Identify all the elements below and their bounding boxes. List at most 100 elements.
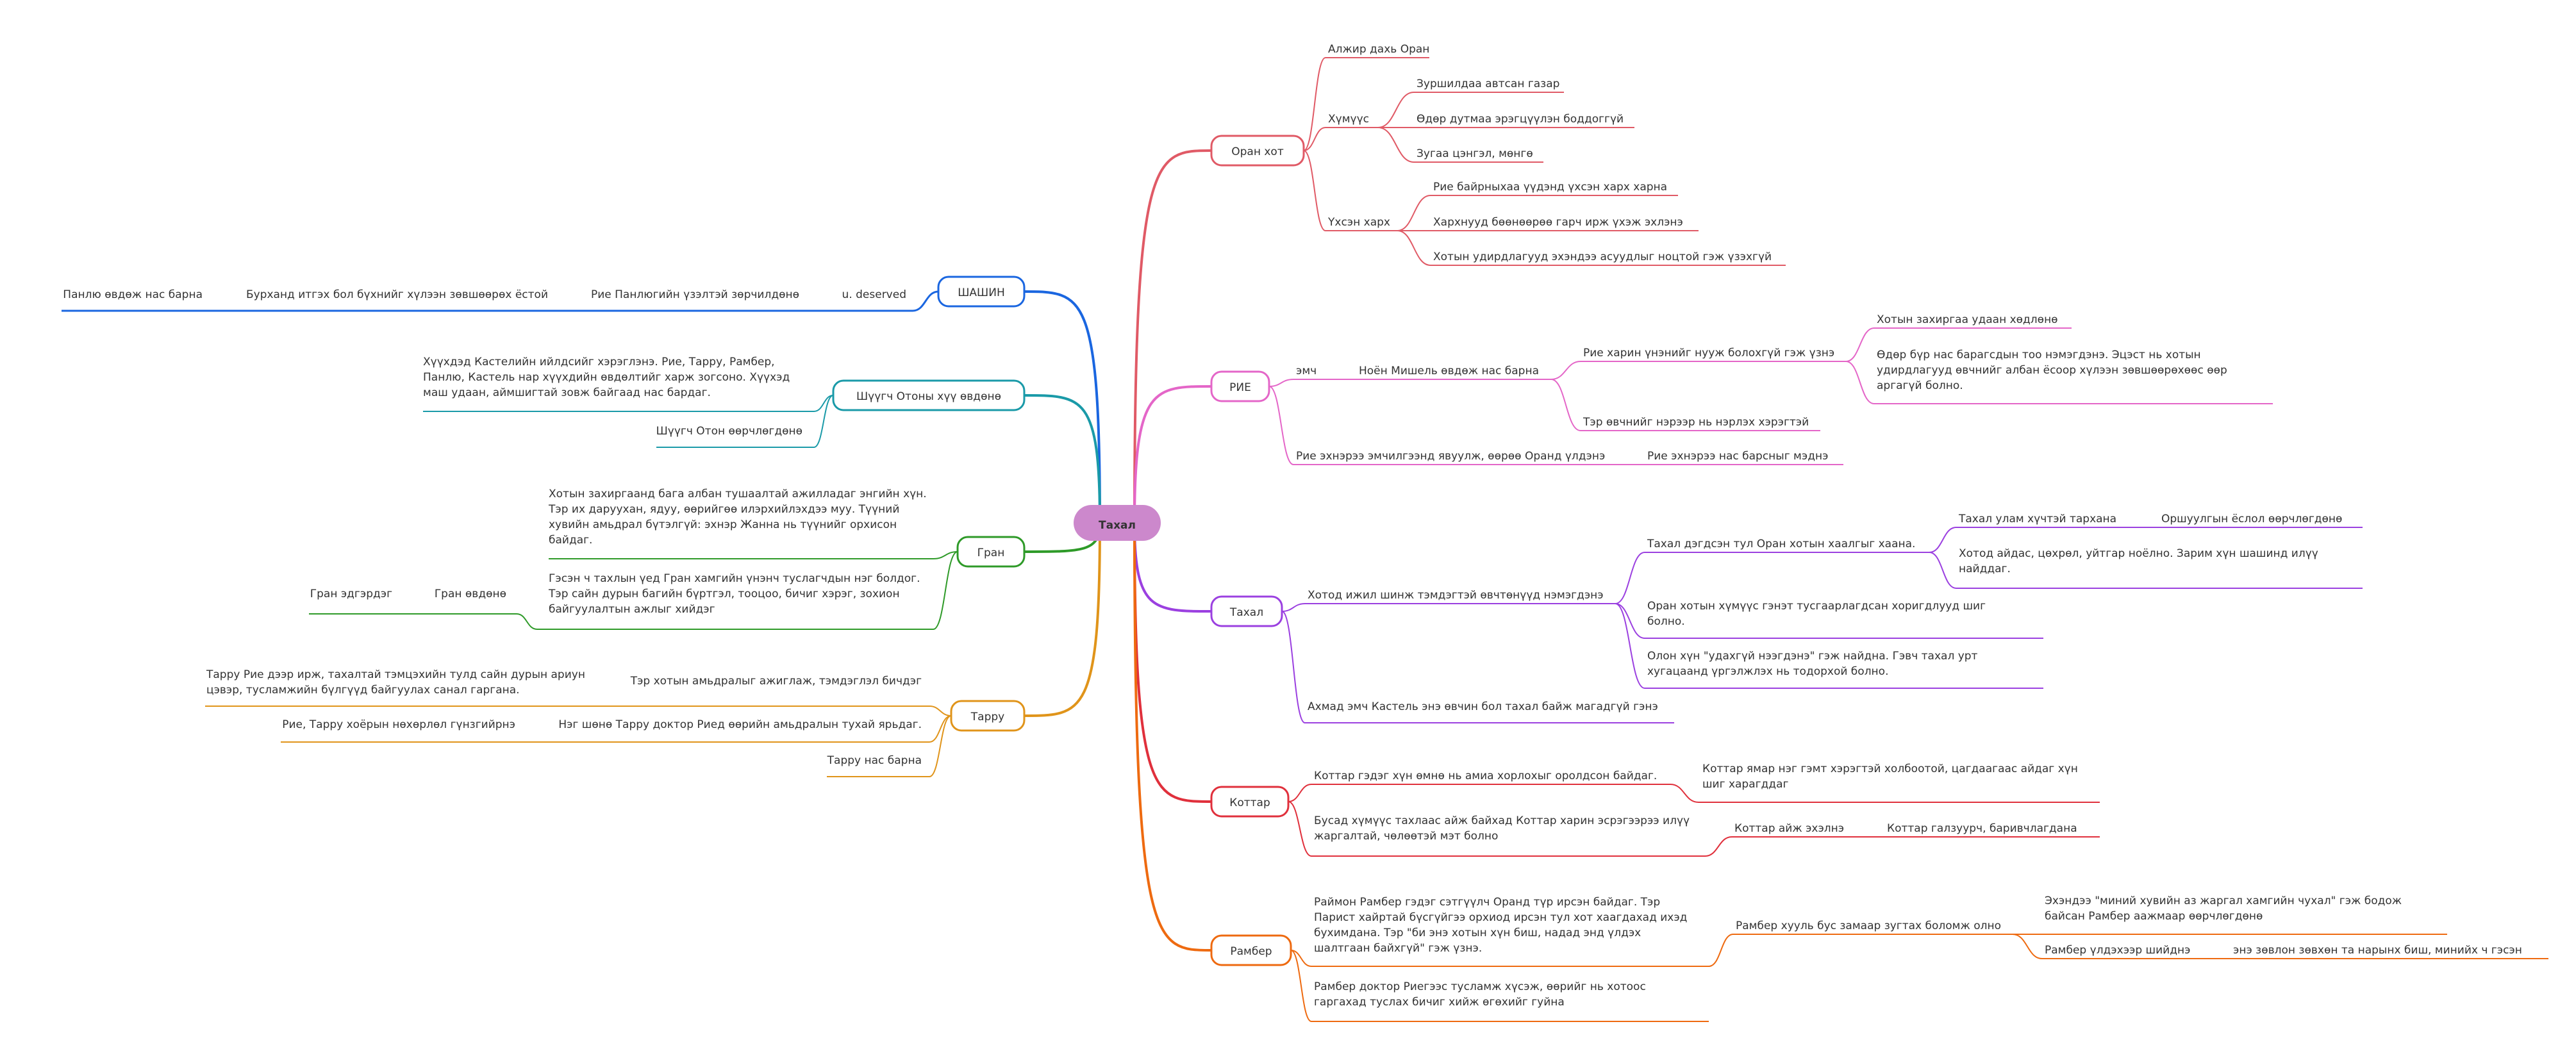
topic-rambert-asks-help-line: Рамбер доктор Риегээс тусламж хүсэж, өөр… [1314, 980, 1646, 993]
topic-authorities-slow: Хотын захиргаа удаан хөдлөнө [1877, 313, 2058, 326]
connector [1615, 603, 1645, 689]
branch-religion-bubble [937, 276, 1026, 308]
branch-rambert[interactable]: Рамбер [1210, 934, 1292, 966]
topic-friendship: Рие, Тарру хоёрын нөхөрлөл гүнзгийрнэ [282, 718, 515, 731]
topic-grand-volunteer-line: Гэсэн ч тахлын үед Гран хамгийн үнэнч ту… [549, 572, 920, 585]
topic-othon-changes: Шүүгч Отон өөрчлөгдөнө [656, 425, 802, 438]
topic-grand-sick: Гран өвдөнө [435, 588, 506, 600]
topic-rambert-asks-help: Рамбер доктор Риегээс тусламж хүсэж, өөр… [1314, 980, 1649, 1009]
topic-grand-clerk-line: Хотын захиргаанд бага албан тушаалтай аж… [549, 488, 927, 500]
branch-oran-city[interactable]: Оран хот [1210, 135, 1305, 167]
topic-rambert-changes-line: байсан Рамбер аажмаар өөрчлөгдөнө [2045, 910, 2263, 923]
branch-othon-son-bubble [832, 379, 1026, 411]
topic-serum-child-line: Панлю, Кастель нар хүүхдийн өвдөлтийг ха… [423, 371, 790, 384]
topic-like-prisoners: Оран хотын хүмүүс гэнэт тусгаарлагдсан х… [1647, 600, 1989, 628]
topic-deaths-rise-line: удирдлагууд өвчнийг албан ёсоор хүлээн з… [1877, 364, 2227, 377]
branch-religion[interactable]: ШАШИН [937, 276, 1026, 308]
topic-rieux-conflict: Рие Панлюгийн үзэлтэй зөрчилдөнө [591, 288, 799, 301]
connector [1704, 836, 1733, 857]
connector [1708, 934, 1734, 967]
topic-deaths-rise: Өдөр бүр нас барагсдын тоо нэмэгдэнэ. Эц… [1877, 349, 2231, 392]
connector [813, 395, 834, 448]
topic-cottard-crime-line: Коттар ямар нэг гэмт хэрэгтэй холбоотой,… [1702, 763, 2078, 775]
main-connector [1024, 522, 1101, 717]
topic-michel-dies: Ноён Мишель өвдөж нас барна [1359, 365, 1539, 377]
branch-rieux-bubble [1210, 370, 1270, 402]
connector [912, 290, 939, 312]
topic-accept-all: Бурханд итгэх бол бүхнийг хүлээн зөвшөөр… [246, 288, 548, 301]
topic-grand-clerk-line: хувийн амьдрал бүтэлгүй: эхнэр Жанна нь … [549, 518, 897, 531]
main-connector [1024, 290, 1101, 524]
branch-cottard-label: Коттар [1229, 797, 1270, 809]
topic-wife-treatment: Рие эхнэрээ эмчилгээнд явуулж, өөрөө Ора… [1296, 450, 1605, 463]
topic-rats-mass: Хархнууд бөөнөөрөө гарч ирж үхэж эхлэнэ [1433, 216, 1683, 229]
branch-othon-son-label: Шүүгч Отоны хүү өвдөнө [856, 390, 1001, 403]
connector [1288, 801, 1312, 857]
central-topic-bubble [1074, 505, 1161, 541]
connector [1397, 230, 1431, 266]
branch-cottard[interactable]: Коттар [1210, 786, 1290, 818]
connector [1303, 127, 1326, 151]
central-topic[interactable]: Тахал [1074, 505, 1161, 541]
topic-rambert-journalist: Раймон Рамбер гэдэг сэтгүүлч Оранд түр и… [1314, 896, 1691, 955]
branch-plague[interactable]: Тахал [1210, 595, 1283, 627]
connector [929, 715, 952, 743]
main-connector [1133, 522, 1212, 952]
topic-rat-door: Рие байрныхаа үүдэнд үхсэн харх харна [1433, 181, 1667, 194]
connector [1929, 527, 1957, 553]
topic-rambert-changes-line: Эхэндээ "миний хувийн аз жаргал хамгийн … [2045, 895, 2402, 907]
connector [1281, 603, 1306, 612]
connector [933, 551, 958, 559]
topic-like-prisoners-line: болно. [1647, 615, 1685, 628]
topic-tarrou-teams: Тарру Рие дээр ирж, тахалтай тэмцэхийн т… [206, 668, 588, 697]
topic-grand-volunteer-line: байгуулалтын ажлыг хийдэг [549, 603, 715, 616]
connector [929, 715, 952, 777]
topic-rambert-escape: Рамбер хууль бус замаар зугтах боломж ол… [1736, 920, 2001, 932]
connector [1377, 127, 1415, 163]
topic-same-symptoms: Хотод ижил шинж тэмдэгтэй өвчтөнүүд нэмэ… [1308, 589, 1604, 602]
topic-grand-recovers: Гран эдгэрдэг [310, 588, 392, 600]
topic-tarrou-dies: Тарру нас барна [827, 754, 922, 767]
topic-cottard-crime: Коттар ямар нэг гэмт хэрэгтэй холбоотой,… [1702, 763, 2081, 791]
connector [1281, 611, 1306, 723]
topic-cottard-arrested: Коттар галзуурч, баривчлагдана [1887, 822, 2077, 835]
branch-cottard-bubble [1210, 786, 1290, 818]
topic-paneloux-dies: Панлю өвдөж нас барна [63, 288, 203, 301]
connector [933, 551, 958, 630]
topic-grand-clerk: Хотын захиргаанд бага албан тушаалтай аж… [548, 488, 930, 547]
topic-cottard-happy: Бусад хүмүүс тахлаас айж байхад Коттар х… [1314, 814, 1693, 843]
connector [1268, 386, 1294, 465]
topic-rambert-changes: Эхэндээ "миний хувийн аз жаргал хамгийн … [2045, 895, 2406, 923]
main-connector [1133, 149, 1212, 524]
topic-rambert-journalist-line: Раймон Рамбер гэдэг сэтгүүлч Оранд түр и… [1314, 896, 1660, 909]
topic-cottard-fear: Коттар айж эхэлнэ [1734, 822, 1844, 835]
topic-people-fun-money: Зугаа цэнгэл, мөнгө [1417, 147, 1533, 160]
topic-tarrou-teams-line: Тарру Рие дээр ирж, тахалтай тэмцэхийн т… [206, 668, 585, 681]
topic-cottard-suicide: Коттар гэдэг хүн өмнө нь амиа хорлохыг о… [1314, 770, 1657, 782]
topic-deaths-rise-line: аргагүй болно. [1877, 379, 1963, 392]
branch-plague-bubble [1210, 595, 1283, 627]
topic-rambert-journalist-line: Парист хайртай бүсгүйгээ орхиод ирсэн ту… [1314, 911, 1687, 924]
branch-grand[interactable]: Гран [956, 536, 1026, 568]
branch-rieux-label: РИЕ [1229, 381, 1251, 394]
topic-like-prisoners-line: Оран хотын хүмүүс гэнэт тусгаарлагдсан х… [1647, 600, 1986, 613]
topic-plague-spreads: Тахал улам хүчтэй тархана [1958, 513, 2116, 525]
connector [1670, 784, 1699, 803]
connector [1929, 552, 1957, 589]
topic-algeria-oran: Алжир дахь Оран [1328, 43, 1429, 56]
topic-rambert-stays: Рамбер үлдэхээр шийднэ [2045, 944, 2190, 957]
branch-rieux[interactable]: РИЕ [1210, 370, 1270, 402]
topic-deserved: u. deserved [842, 288, 906, 301]
connector [2012, 934, 2043, 959]
branch-tarrou[interactable]: Тарру [950, 700, 1026, 732]
branch-othon-son[interactable]: Шүүгч Отоны хүү өвдөнө [832, 379, 1026, 411]
connector [1615, 603, 1645, 639]
main-connector [1133, 385, 1212, 524]
topic-funerals-change: Оршуулгын ёслол өөрчлөгдөнө [2161, 513, 2342, 525]
topic-grand-volunteer-line: Тэр сайн дурын багийн бүртгэл, тооцоо, б… [548, 588, 900, 600]
topic-fear-despair: Хотод айдас, цөхрөл, уйтгар ноёлно. Зари… [1959, 547, 2322, 575]
main-connector [1024, 394, 1101, 524]
connector [516, 613, 538, 630]
connector [1288, 784, 1312, 802]
topic-gates-closed: Тахал дэгдсэн тул Оран хотын хаалгыг хаа… [1647, 538, 1915, 550]
